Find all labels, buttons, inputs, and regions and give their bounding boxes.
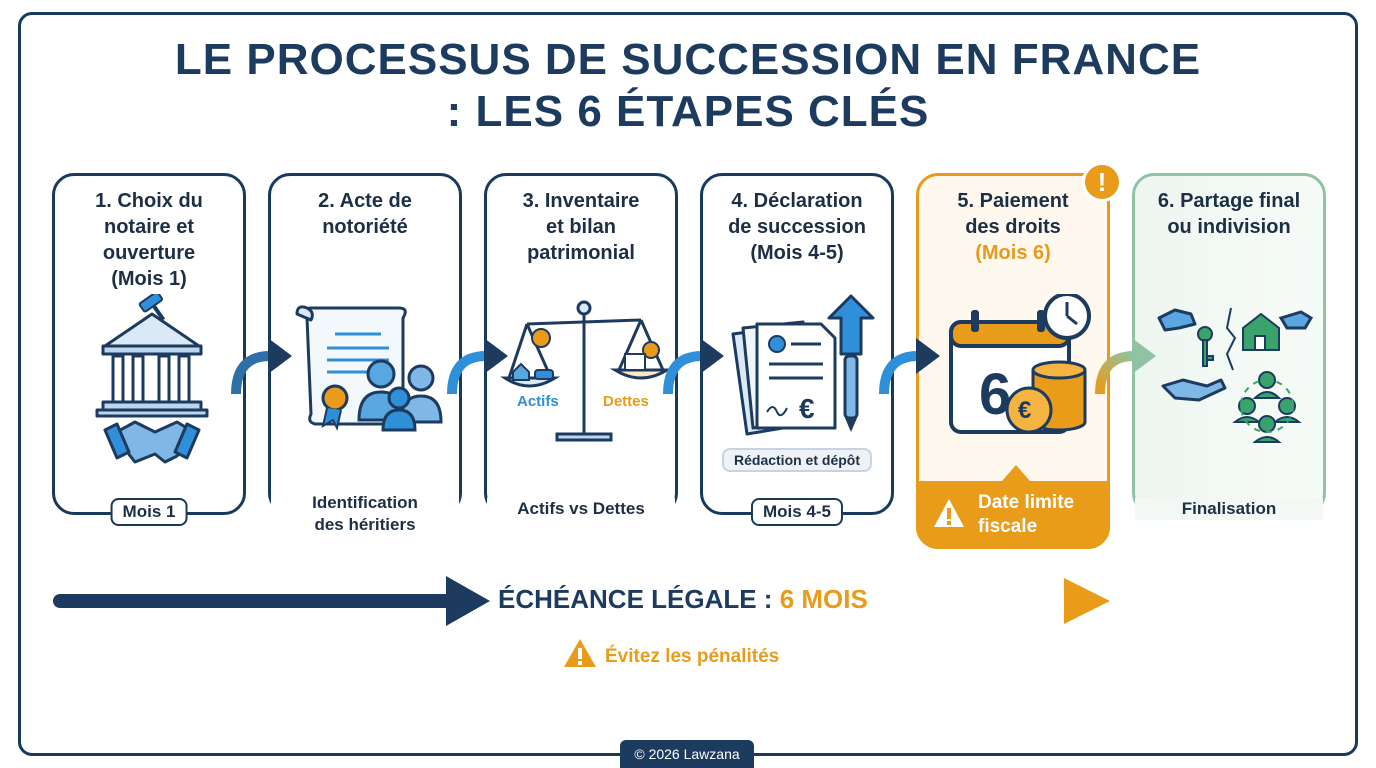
calendar-number: 6 bbox=[979, 362, 1011, 427]
step-title-5: 5. Paiement des droits (Mois 6) bbox=[957, 190, 1069, 264]
step-caption-3: Actifs vs Dettes bbox=[487, 498, 675, 520]
step-tag-4: Rédaction et dépôt bbox=[721, 448, 873, 472]
step-title-4: 4. Déclaration de succession (Mois 4-5) bbox=[728, 190, 866, 264]
step-pill-1: Mois 1 bbox=[110, 498, 188, 526]
copyright-badge: © 2026 Lawzana bbox=[620, 740, 754, 768]
connector-arrow-1 bbox=[231, 338, 292, 395]
deadline-box: Date limite fiscale bbox=[916, 465, 1110, 549]
step-title-6: 6. Partage final ou indivision bbox=[1157, 190, 1301, 238]
deadline-text: Date limite fiscale bbox=[978, 492, 1075, 537]
title-line-2: : LES 6 ÉTAPES CLÉS bbox=[446, 87, 930, 136]
certificate-family-icon bbox=[295, 305, 443, 432]
alert-badge-icon: ! bbox=[1082, 162, 1122, 202]
timeline-label: ÉCHÉANCE LÉGALE : 6 MOIS bbox=[498, 584, 868, 614]
step-caption-2: Identification des héritiers bbox=[271, 492, 459, 536]
documents-pen-icon: € bbox=[731, 294, 875, 436]
deadline-notch bbox=[1002, 465, 1030, 481]
warning-triangle-icon bbox=[564, 639, 596, 667]
coin-euro-symbol: € bbox=[1018, 397, 1031, 424]
handover-people-icon bbox=[1157, 307, 1314, 443]
connector-arrow-5 bbox=[1095, 338, 1156, 395]
courthouse-handshake-icon bbox=[95, 294, 209, 464]
connector-arrow-3 bbox=[663, 338, 724, 395]
warning-icon bbox=[934, 499, 964, 527]
penalty-warning: Évitez les pénalités bbox=[563, 638, 779, 668]
step-card-4: 4. Déclaration de succession (Mois 4-5) … bbox=[700, 173, 894, 526]
connector-arrow-4 bbox=[879, 338, 940, 395]
step-card-2: 2. Acte de notoriété Identification des … bbox=[268, 173, 462, 536]
step-card-5: 5. Paiement des droits (Mois 6) 6 € Date bbox=[916, 173, 1110, 549]
step-card-6: 6. Partage final ou indivision Finalisat bbox=[1132, 173, 1326, 520]
step-pill-4: Mois 4-5 bbox=[750, 498, 844, 526]
title-line-1: LE PROCESSUS DE SUCCESSION EN FRANCE bbox=[174, 35, 1202, 84]
timeline-accent: 6 MOIS bbox=[779, 584, 868, 614]
timeline-arrow bbox=[53, 576, 1110, 626]
balance-scale-icon: Actifs Dettes bbox=[500, 300, 673, 442]
step-title-3: 3. Inventaire et bilan patrimonial bbox=[522, 190, 640, 264]
page-title: LE PROCESSUS DE SUCCESSION EN FRANCE : L… bbox=[0, 34, 1376, 138]
step-card-1: 1. Choix du notaire et ouverture (Mois 1… bbox=[52, 173, 246, 526]
step-card-3: 3. Inventaire et bilan patrimonial Actif… bbox=[484, 173, 678, 520]
scale-left-label: Actifs bbox=[517, 393, 559, 410]
step-title-1: 1. Choix du notaire et ouverture (Mois 1… bbox=[95, 190, 203, 290]
step-caption-6: Finalisation bbox=[1135, 498, 1323, 520]
scale-right-label: Dettes bbox=[603, 393, 649, 410]
euro-symbol: € bbox=[799, 393, 815, 424]
calendar-coins-icon: 6 € bbox=[949, 294, 1091, 434]
connector-arrow-2 bbox=[447, 338, 508, 395]
step-title-2: 2. Acte de notoriété bbox=[318, 190, 412, 238]
